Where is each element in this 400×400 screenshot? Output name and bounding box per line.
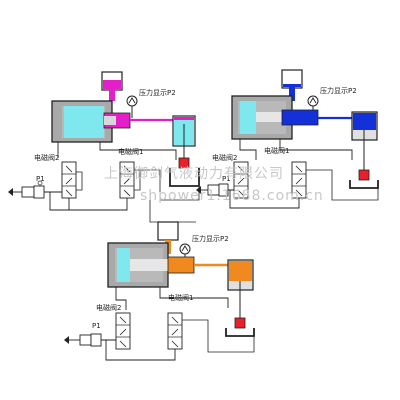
solenoid-valve-1 bbox=[167, 312, 183, 350]
die-block bbox=[358, 169, 370, 181]
filter-regulator bbox=[21, 186, 35, 198]
work-cylinder-fluid bbox=[229, 261, 252, 281]
main-rod bbox=[256, 112, 282, 122]
valve2-label: 电磁阀2 bbox=[212, 153, 237, 162]
solenoid-valve-1 bbox=[291, 161, 307, 199]
main-piston bbox=[64, 106, 104, 138]
watermark-url: shpower1.1688.com.cn bbox=[140, 188, 324, 204]
p1-label: P1 bbox=[36, 175, 45, 183]
air-source-icon bbox=[64, 336, 69, 344]
reservoir-fluid bbox=[283, 84, 301, 87]
unit-bottom: 压力显示P2 电磁阀1 电磁阀2 P1 bbox=[64, 190, 255, 361]
air-source-icon bbox=[196, 186, 201, 194]
intensifier-body bbox=[167, 256, 195, 274]
solenoid-valve-2 bbox=[61, 161, 83, 199]
solenoid-valve-2 bbox=[233, 161, 249, 199]
solenoid-valve-2 bbox=[115, 312, 131, 350]
valve1-label: 电磁阀1 bbox=[168, 293, 193, 302]
watermark-company: 上海御剑气液动力有限公司 bbox=[104, 166, 284, 182]
p1-label: P1 bbox=[222, 175, 231, 183]
work-cylinder-fluid bbox=[353, 113, 376, 130]
die-block bbox=[234, 317, 246, 329]
reservoir-fluid bbox=[103, 80, 121, 89]
die-block bbox=[178, 157, 190, 169]
main-rod bbox=[130, 259, 168, 271]
pressure-label: 压力显示P2 bbox=[192, 234, 229, 243]
reservoir-feed bbox=[109, 89, 115, 101]
intensifier-rod bbox=[104, 116, 116, 125]
valve1-label: 电磁阀1 bbox=[118, 147, 143, 156]
pressure-label: 压力显示P2 bbox=[320, 86, 357, 95]
air-source-icon bbox=[8, 188, 13, 196]
valve2-label: 电磁阀2 bbox=[34, 153, 59, 162]
oil-reservoir bbox=[157, 221, 179, 241]
valve2-label: 电磁阀2 bbox=[96, 303, 121, 312]
main-piston bbox=[117, 248, 130, 282]
valve1-label: 电磁阀1 bbox=[264, 146, 289, 155]
reservoir-feed bbox=[289, 87, 295, 101]
intensifier-body bbox=[281, 109, 319, 126]
unit-top-left: 压力显示P2 电磁阀1 电磁阀2 bbox=[8, 71, 200, 211]
pressure-label: 压力显示P2 bbox=[139, 88, 176, 97]
p1-label: P1 bbox=[92, 322, 101, 330]
filter-regulator bbox=[79, 334, 92, 346]
main-piston bbox=[240, 101, 256, 134]
unit-top-right: 压力显示P2 电磁阀1 电磁阀2 P1 bbox=[196, 69, 379, 209]
